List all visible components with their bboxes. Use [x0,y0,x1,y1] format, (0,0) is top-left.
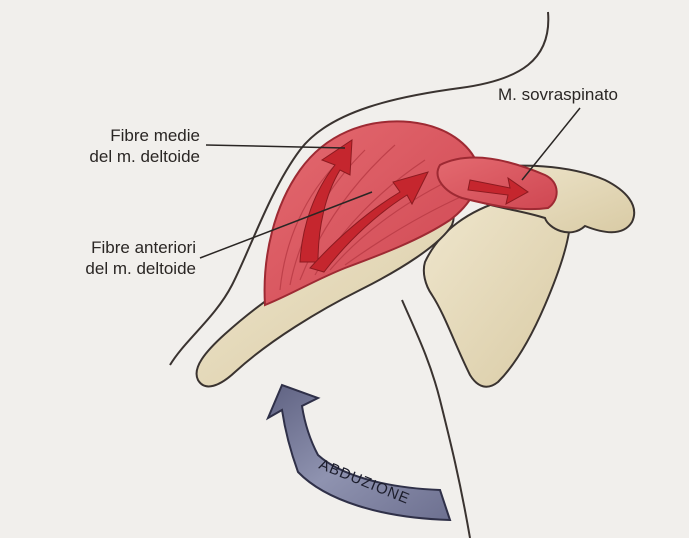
label-supraspinatus: M. sovraspinato [498,84,618,105]
label-middle-fibers: Fibre medie del m. deltoide [30,125,200,167]
label-middle-fibers-line1: Fibre medie [30,125,200,146]
label-supraspinatus-text: M. sovraspinato [498,84,618,105]
abduction-arrow: ABDUZIONE [268,385,450,520]
label-middle-fibers-line2: del m. deltoide [30,146,200,167]
label-anterior-fibers-line1: Fibre anteriori [26,237,196,258]
label-anterior-fibers: Fibre anteriori del m. deltoide [26,237,196,279]
label-anterior-fibers-line2: del m. deltoide [26,258,196,279]
